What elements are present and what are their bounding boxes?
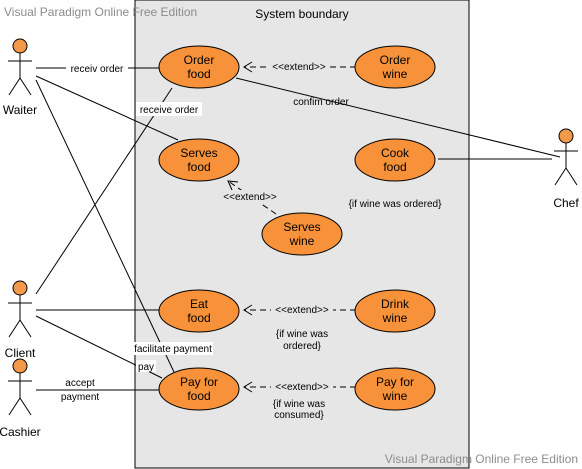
label-confirm-order: confim order xyxy=(293,97,349,108)
label-extend-serves-wine: <<extend>> xyxy=(223,192,277,203)
label-accept-payment-2: payment xyxy=(61,392,100,403)
label-pay: pay xyxy=(138,362,154,373)
use-case-label: Order xyxy=(184,53,215,67)
actor-waiter[interactable]: Waiter xyxy=(3,38,37,117)
use-case-label: Serves xyxy=(180,146,217,160)
label-if-wine-ordered-cook: {if wine was ordered} xyxy=(349,199,442,210)
use-case-eat-food[interactable]: Eat food xyxy=(158,289,240,333)
use-case-label: food xyxy=(187,160,210,174)
label-extend-order-wine: <<extend>> xyxy=(272,62,326,73)
use-case-pay-for-wine[interactable]: Pay for wine xyxy=(354,367,436,411)
assoc-waiter-serves-food xyxy=(35,75,179,141)
actor-label: Client xyxy=(5,346,36,360)
extend-drink-wine-arrowhead xyxy=(243,304,253,316)
use-case-label: wine xyxy=(382,67,408,81)
label-if-wine-consumed-2: consumed} xyxy=(274,410,324,421)
label-if-wine-consumed-1: {if wine was xyxy=(273,399,325,410)
assoc-client-order-food xyxy=(35,87,173,295)
label-accept-payment-1: accept xyxy=(65,378,95,389)
use-case-label: wine xyxy=(382,311,408,325)
actor-label: Waiter xyxy=(3,103,37,117)
use-case-label: Serves xyxy=(283,220,320,234)
use-case-cook-food[interactable]: Cook food xyxy=(354,138,436,182)
use-case-label: Pay for xyxy=(376,375,414,389)
use-case-label: wine xyxy=(382,389,408,403)
actor-label: Cashier xyxy=(0,425,41,439)
extend-pay-wine-arrowhead xyxy=(243,381,253,393)
watermark-bottom: Visual Paradigm Online Free Edition xyxy=(385,452,578,466)
use-case-pay-for-food[interactable]: Pay for food xyxy=(158,367,240,411)
use-case-label: food xyxy=(383,160,406,174)
boundary-title: System boundary xyxy=(255,7,348,21)
use-case-label: Cook xyxy=(381,146,410,160)
label-extend-drink-wine: <<extend>> xyxy=(275,305,329,316)
label-receiv-order: receiv order xyxy=(71,64,124,75)
label-extend-pay-wine: <<extend>> xyxy=(275,382,329,393)
use-case-label: food xyxy=(187,311,210,325)
actor-chef[interactable]: Chef xyxy=(553,128,579,210)
use-case-serves-food[interactable]: Serves food xyxy=(158,138,240,182)
extend-serves-wine-arrowhead xyxy=(227,180,239,191)
use-case-order-food[interactable]: Order food xyxy=(158,45,240,89)
assoc-waiter-pay-food xyxy=(35,79,175,373)
use-case-serves-wine[interactable]: Serves wine xyxy=(261,212,343,256)
use-case-label: food xyxy=(187,389,210,403)
use-case-drink-wine[interactable]: Drink wine xyxy=(354,289,436,333)
actor-client[interactable]: Client xyxy=(5,280,36,360)
use-case-order-wine[interactable]: Order wine xyxy=(354,45,436,89)
use-case-label: Pay for xyxy=(180,375,218,389)
actor-cashier[interactable]: Cashier xyxy=(0,358,41,439)
watermark-top: Visual Paradigm Online Free Edition xyxy=(4,5,197,19)
label-if-wine-ordered-drink-2: ordered} xyxy=(283,341,321,352)
label-if-wine-ordered-drink-1: {if wine was xyxy=(276,329,328,340)
assoc-order-food-chef xyxy=(235,77,561,158)
use-case-label: food xyxy=(187,67,210,81)
extend-order-wine-arrowhead xyxy=(243,61,253,73)
use-case-label: Drink xyxy=(381,297,410,311)
use-case-label: wine xyxy=(289,234,315,248)
use-case-label: Order xyxy=(380,53,411,67)
label-receive-order: receive order xyxy=(140,105,199,116)
label-facilitate-payment: facilitate payment xyxy=(134,344,212,355)
use-case-label: Eat xyxy=(190,297,209,311)
actor-label: Chef xyxy=(553,196,579,210)
